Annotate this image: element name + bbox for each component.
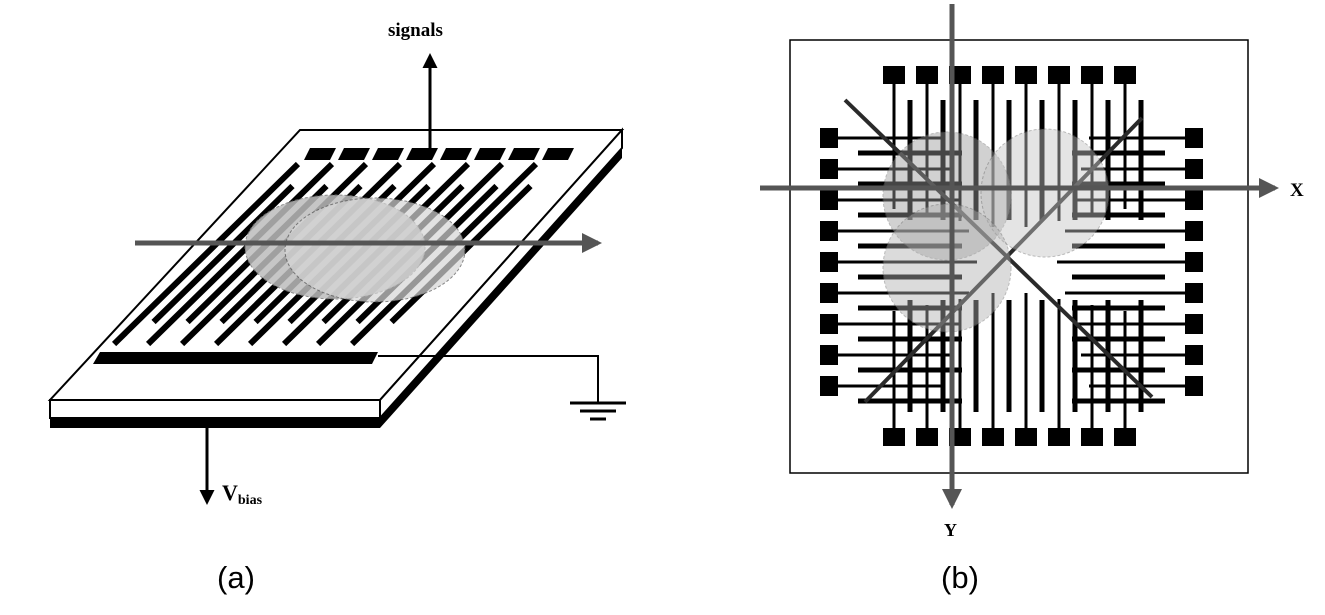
readout-strip <box>145 161 335 347</box>
y-axis-label: Y <box>944 520 957 540</box>
vbias-label: Vbias <box>222 480 263 508</box>
b-pad-bottom <box>916 428 938 446</box>
b-pad-right <box>1185 376 1203 396</box>
ground-wire <box>378 355 599 402</box>
b-pad-top <box>1081 66 1103 84</box>
b-pad-bottom <box>1015 428 1037 446</box>
b-beam-spot-3 <box>882 203 1012 333</box>
b-pad-right <box>1185 159 1203 179</box>
beam-spot-2 <box>284 197 466 303</box>
b-beam-spot-1 <box>882 131 1012 261</box>
readout-strip <box>151 183 295 325</box>
b-pad-top <box>916 66 938 84</box>
signal-pad <box>304 148 336 160</box>
b-pad-right <box>1185 190 1203 210</box>
b-pad-bottom <box>982 428 1004 446</box>
b-pad-left <box>820 283 838 303</box>
b-pad-left <box>820 252 838 272</box>
b-pad-left <box>820 190 838 210</box>
b-pad-top <box>1015 66 1037 84</box>
signal-pad <box>372 148 404 160</box>
b-pad-left <box>820 345 838 365</box>
b-pad-top <box>1048 66 1070 84</box>
signal-pad <box>440 148 472 160</box>
diagonal-anti <box>863 116 1144 404</box>
signal-pad <box>474 148 506 160</box>
x-axis-label: X <box>1290 180 1304 201</box>
b-pad-bottom <box>1081 428 1103 446</box>
panel-a-detector-3d: signals Vbias <box>47 20 626 508</box>
b-pad-left <box>820 314 838 334</box>
b-pad-right <box>1185 221 1203 241</box>
vbias-sub: bias <box>238 493 263 508</box>
signal-pad <box>338 148 370 160</box>
b-pad-bottom <box>883 428 905 446</box>
b-pad-top <box>883 66 905 84</box>
signal-pad <box>542 148 574 160</box>
b-pad-top <box>982 66 1004 84</box>
readout-strip <box>111 161 301 347</box>
b-pad-left <box>820 128 838 148</box>
signal-pads <box>304 148 574 160</box>
signal-pad <box>508 148 540 160</box>
b-pad-right <box>1185 128 1203 148</box>
vbias-main: V <box>222 480 238 505</box>
b-pad-left <box>820 159 838 179</box>
bottom-electrode-side <box>380 148 622 428</box>
bias-bar <box>93 352 378 364</box>
panel-b-detector-2d: X Y <box>760 4 1304 540</box>
b-pad-right <box>1185 283 1203 303</box>
b-pad-bottom <box>1048 428 1070 446</box>
b-pad-left <box>820 376 838 396</box>
panel-a-label: (a) <box>217 560 255 595</box>
b-pad-bottom <box>1114 428 1136 446</box>
b-pad-top <box>1114 66 1136 84</box>
bottom-electrode <box>50 418 380 428</box>
b-pad-right <box>1185 345 1203 365</box>
detector-frame <box>789 39 1249 474</box>
substrate-front-face <box>49 399 381 419</box>
b-readout-strips <box>838 84 1185 428</box>
b-pad-left <box>820 221 838 241</box>
diagonal-main <box>843 98 1154 399</box>
panel-b-label: (b) <box>941 560 979 595</box>
b-pad-right <box>1185 252 1203 272</box>
signal-pad <box>406 148 438 160</box>
signals-label: signals <box>388 20 443 41</box>
b-beam-spot-2 <box>980 128 1110 258</box>
b-pad-right <box>1185 314 1203 334</box>
